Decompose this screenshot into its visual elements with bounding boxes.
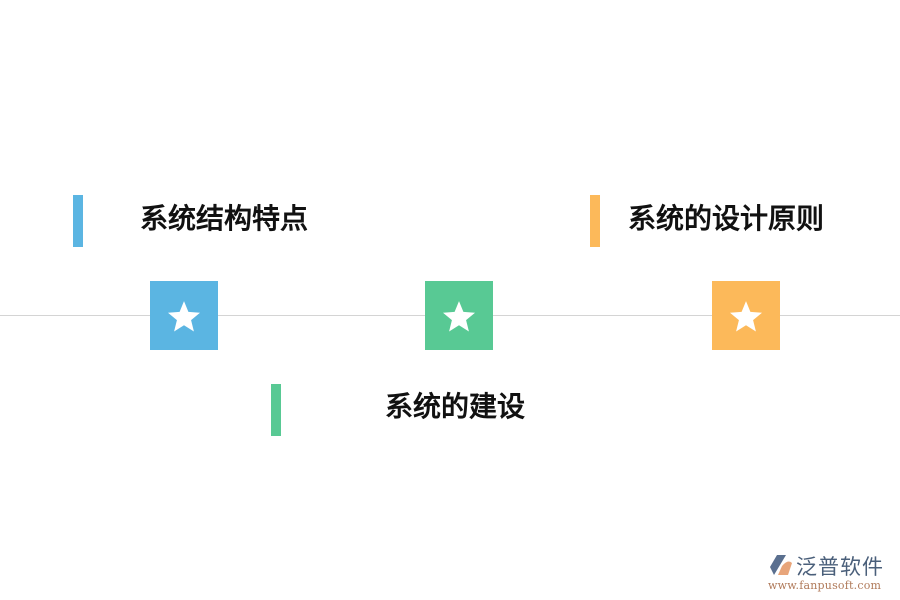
accent-bar-3 (590, 195, 600, 247)
star-icon (729, 300, 763, 331)
logo-icon (770, 555, 792, 575)
item-label-3: 系统的设计原则 (628, 202, 825, 235)
star-icon (167, 300, 201, 331)
accent-bar-2 (271, 384, 281, 436)
brand-logo: 泛普软件 www.fanpusoft.com (768, 553, 893, 593)
logo-url: www.fanpusoft.com (768, 579, 882, 592)
item-label-1: 系统结构特点 (140, 202, 309, 235)
accent-bar-1 (73, 195, 83, 247)
star-marker-1 (150, 281, 218, 350)
item-label-2: 系统的建设 (385, 390, 526, 423)
star-marker-3 (712, 281, 780, 350)
star-marker-2 (425, 281, 493, 350)
star-icon (442, 300, 476, 331)
logo-name: 泛普软件 (796, 555, 884, 579)
